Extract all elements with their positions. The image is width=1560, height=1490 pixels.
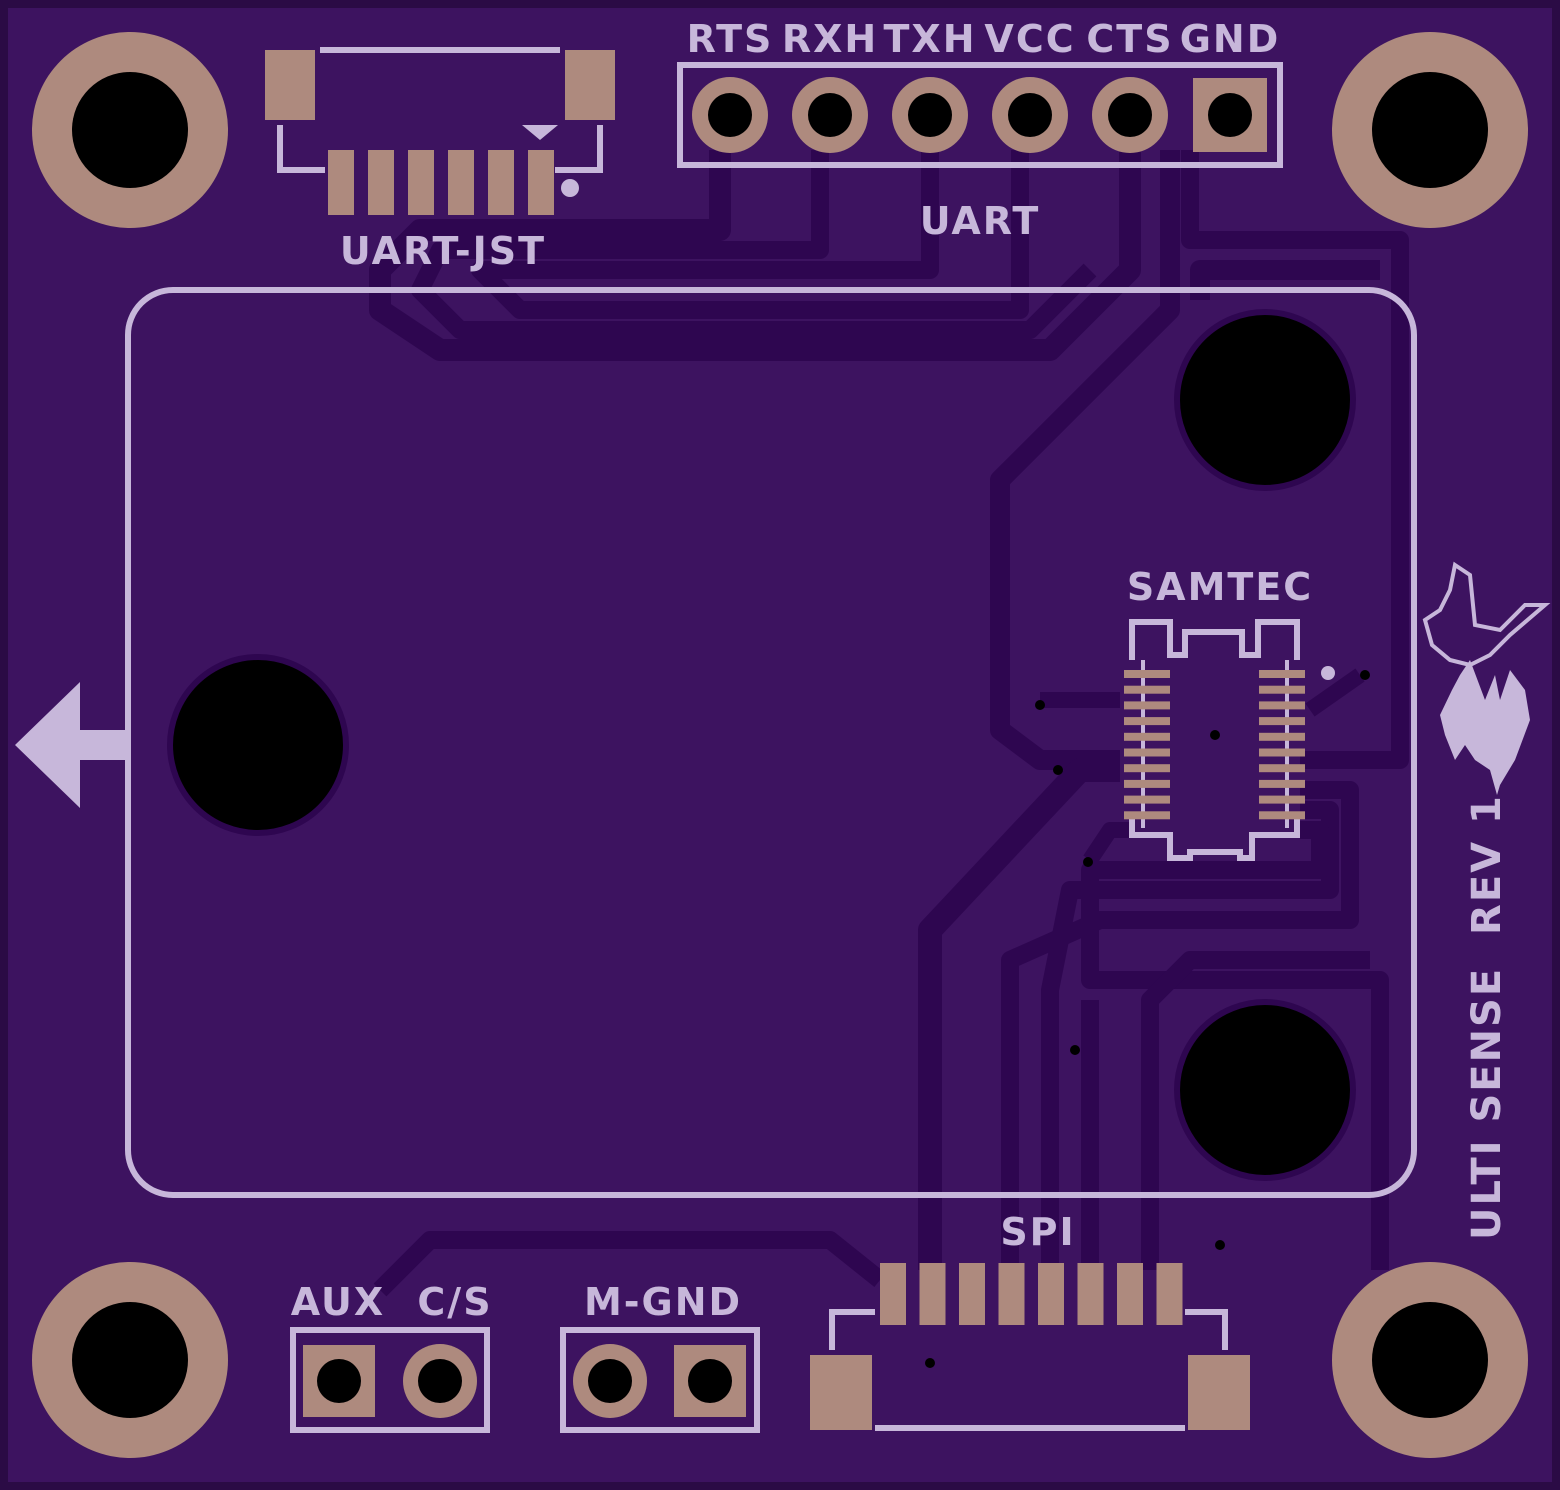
mounting-hole-bottom-right [1332, 1262, 1528, 1458]
uart-pin-label: VCC [984, 17, 1075, 61]
samtec-pin [1259, 779, 1305, 788]
spi-pin [919, 1263, 946, 1325]
mounting-hole-bottom-left [32, 1262, 228, 1458]
samtec-pin [1124, 764, 1170, 773]
uart-pin-label: GND [1180, 17, 1281, 61]
samtec-pin [1259, 811, 1305, 820]
wolf-flame-logo [1422, 561, 1551, 795]
aux-label: AUX [291, 1280, 385, 1324]
spi-pin [998, 1263, 1025, 1325]
aux-cs-header: AUX C/S [290, 1280, 492, 1433]
samtec-pin [1124, 701, 1170, 710]
samtec-pin [1259, 748, 1305, 757]
m-gnd-label: M-GND [584, 1280, 742, 1324]
uart-label: UART [920, 199, 1041, 243]
spi-pin [880, 1263, 906, 1325]
samtec-pin [1259, 670, 1305, 678]
samtec-pin [1124, 717, 1170, 726]
sensor-hole-3 [167, 654, 349, 836]
samtec-pin [1259, 701, 1305, 710]
samtec-pin [1124, 685, 1170, 694]
jst-pin [488, 150, 514, 215]
sensor-hole-1 [1174, 309, 1356, 491]
samtec-pin [1124, 732, 1170, 741]
samtec-pin [1124, 670, 1170, 678]
spi-connector: SPI [810, 1210, 1250, 1431]
samtec-pin [1259, 717, 1305, 726]
samtec-pin [1259, 764, 1305, 773]
samtec-pin [1124, 779, 1170, 788]
samtec-pin [1124, 811, 1170, 820]
spi-pin [1117, 1263, 1143, 1325]
jst-pin [368, 150, 394, 215]
board-name-label: ULTI SENSE REV 1 [1464, 794, 1510, 1240]
spi-pin [1077, 1263, 1104, 1325]
pin1-marker-icon [522, 125, 558, 140]
samtec-pin [1124, 748, 1170, 757]
vias [925, 670, 1370, 1368]
direction-arrow-icon [15, 682, 128, 808]
m-gnd-header: M-GND [560, 1280, 760, 1433]
uart-jst-label: UART-JST [340, 229, 546, 273]
jst-pin [328, 150, 354, 215]
jst-pin [448, 150, 474, 215]
spi-label: SPI [1000, 1210, 1075, 1254]
samtec-connector: SAMTEC [1124, 565, 1335, 861]
spi-pin [1038, 1263, 1064, 1325]
copper-traces [369, 150, 1409, 1297]
sensor-hole-2 [1174, 999, 1356, 1181]
uart-pin-label: RXH [782, 17, 878, 61]
uart-pin-label: RTS [687, 17, 774, 61]
uart-pin-label: TXH [883, 17, 976, 61]
jst-pin [528, 150, 554, 215]
mounting-hole-top-left [32, 32, 228, 228]
cs-label: C/S [417, 1280, 492, 1324]
jst-pin [408, 150, 434, 215]
spi-pin [1156, 1263, 1183, 1325]
spi-pin [959, 1263, 985, 1325]
samtec-pin [1259, 732, 1305, 741]
samtec-pin [1124, 795, 1170, 804]
samtec-label: SAMTEC [1127, 565, 1313, 609]
mounting-holes [32, 32, 1528, 1458]
samtec-pin [1259, 795, 1305, 804]
uart-jst-connector: UART-JST [265, 47, 615, 273]
samtec-pin [1259, 685, 1305, 694]
uart-pin-label: CTS [1086, 17, 1173, 61]
mounting-hole-top-right [1332, 32, 1528, 228]
